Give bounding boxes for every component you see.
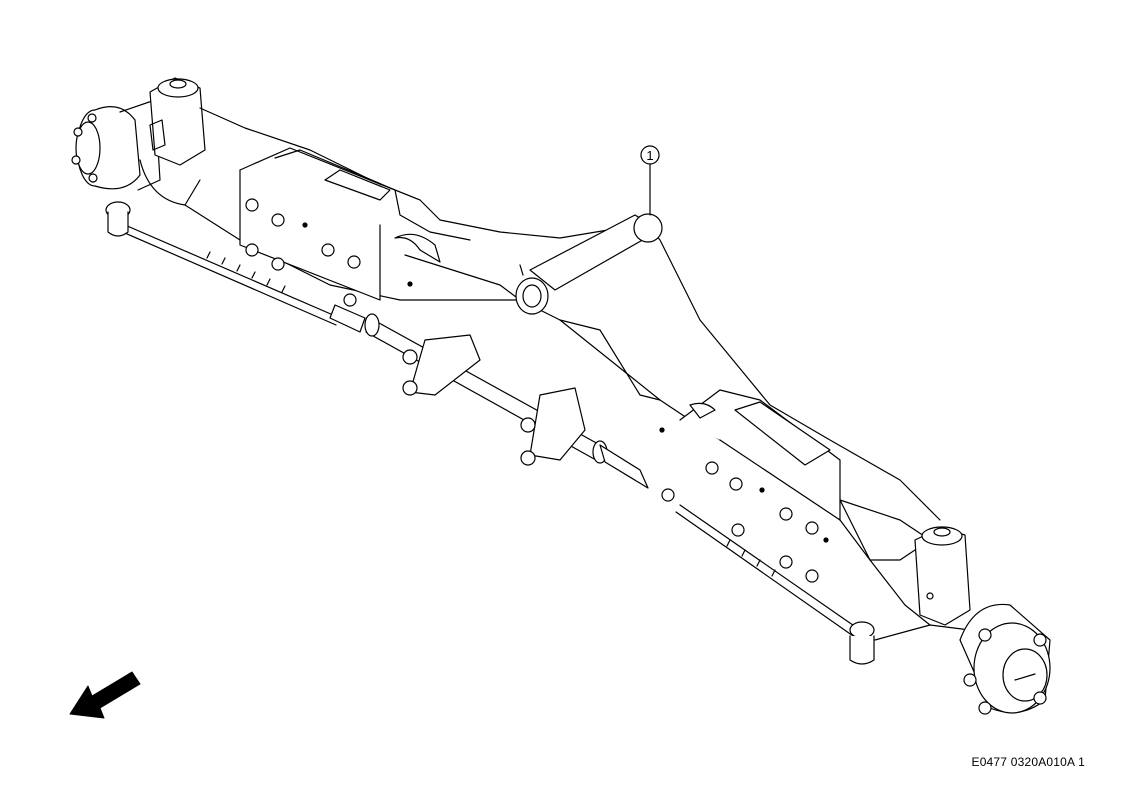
right-wheel-hub: [959, 603, 1051, 715]
part-callout-1: 1: [640, 145, 660, 216]
centre-pivot-tube: [515, 213, 663, 315]
left-bracket-bolts: [245, 198, 413, 287]
forward-direction-arrow-icon: [69, 671, 141, 719]
left-steering-knuckle: [139, 77, 206, 206]
left-mounting-bracket: [239, 147, 471, 301]
right-mounting-bracket: [659, 389, 931, 583]
axle-beam: [184, 107, 941, 626]
right-steering-knuckle: [874, 526, 986, 656]
left-tie-rod-end: [105, 201, 131, 237]
steering-cylinder: [117, 221, 861, 639]
left-wheel-hub: [71, 99, 161, 191]
right-tie-rod-end: [849, 621, 875, 665]
drawing-reference-code: E0477 0320A010A 1: [971, 755, 1085, 769]
callout-number: 1: [646, 148, 653, 163]
right-bracket-bolts: [659, 427, 829, 583]
